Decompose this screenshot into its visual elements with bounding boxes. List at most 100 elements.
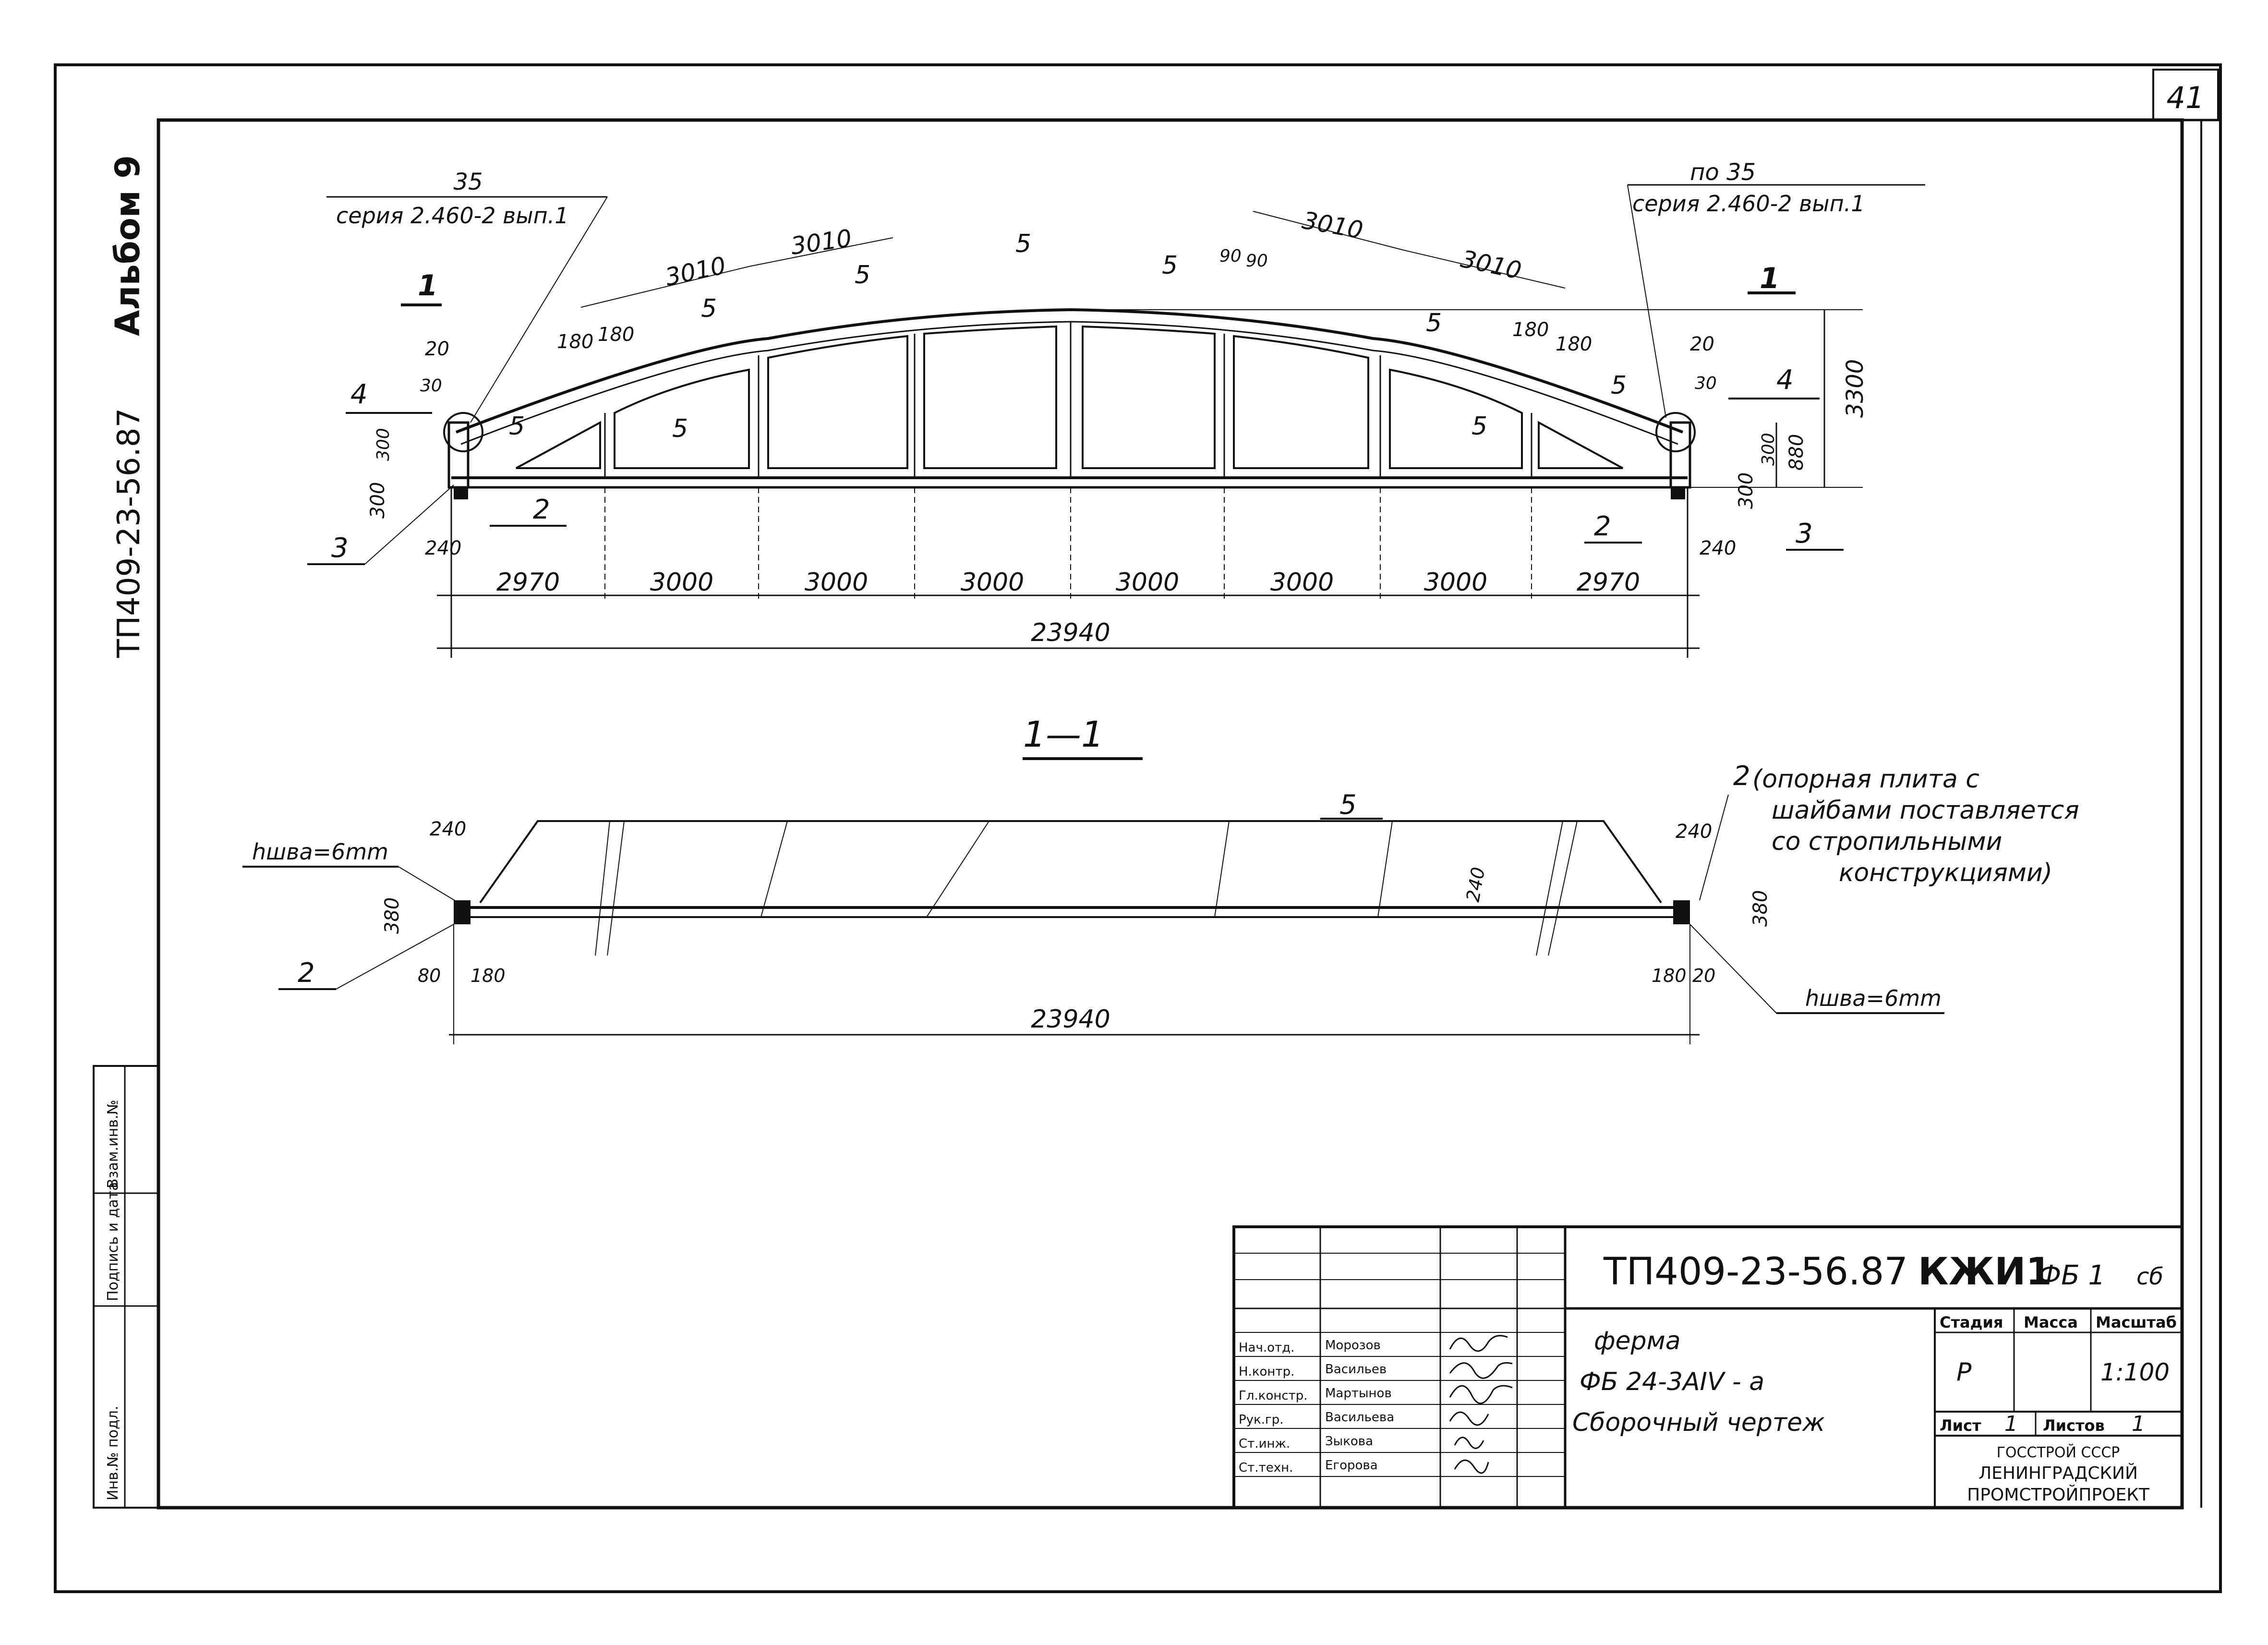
dim-panel-7: 3000 [1424, 568, 1487, 597]
dim-300-right: 300 [1735, 472, 1757, 509]
tb-name-line-1: ферма [1594, 1327, 1681, 1355]
note-line-2: шайбами поставляется [1772, 796, 2079, 825]
svg-text:30: 30 [420, 376, 442, 396]
signature-3 [1449, 1385, 1513, 1404]
tb-role-5: Ст.инж. [1239, 1437, 1290, 1451]
svg-text:80: 80 [418, 965, 441, 986]
sheet-number-box [2152, 69, 2219, 121]
series-left-text: серия 2.460-2 вып.1 [336, 203, 569, 229]
stamp-inv-podl: Инв.№ подл. [105, 1406, 121, 1500]
elevation-dimensions: 2970 3000 3000 3000 3000 3000 3000 2970 … [367, 309, 1869, 658]
series-callouts: 35 серия 2.460-2 вып.1 по 35 серия 2.460… [326, 159, 1925, 423]
dim-240-left: 240 [425, 537, 461, 559]
svg-text:5: 5 [509, 412, 525, 441]
series-right-text: серия 2.460-2 вып.1 [1632, 191, 1865, 217]
signature-1 [1449, 1335, 1508, 1352]
stamp-podpis: Подпись и дата [105, 1182, 121, 1302]
sheet-number: 41 [2167, 80, 2205, 115]
section-mark-right: 1 [1760, 262, 1780, 295]
series-left-num: 35 [453, 169, 483, 195]
tb-org-3: ПРОМСТРОЙПРОЕКТ [1967, 1485, 2150, 1505]
svg-text:5: 5 [1015, 230, 1031, 258]
signature-6 [1454, 1459, 1489, 1474]
dim-end-height: 880 [1785, 434, 1808, 471]
svg-text:180: 180 [1652, 965, 1687, 986]
tb-list-value: 1 [2004, 1412, 2018, 1436]
dim-chord-2: 3010 [789, 224, 854, 260]
dim-chord-4: 3010 [1459, 245, 1524, 285]
tb-mass-header: Масса [2024, 1313, 2078, 1331]
dim-90-b: 90 [1246, 251, 1268, 271]
dim-240-right: 240 [1700, 537, 1736, 559]
dim-180-d: 180 [1556, 333, 1592, 355]
support-circle-left [443, 412, 483, 452]
tb-mark: ФБ 1 [2038, 1260, 2105, 1291]
tb-scale-value: 1:100 [2100, 1358, 2170, 1386]
truss-elevation [443, 308, 1696, 499]
svg-text:5: 5 [1611, 371, 1627, 400]
album-label: Альбом 9 [108, 155, 147, 336]
svg-text:20: 20 [425, 338, 449, 360]
tb-name-2: Васильев [1325, 1362, 1387, 1377]
svg-text:240: 240 [1676, 821, 1712, 843]
tb-org-1: ГОССТРОЙ СССР [1997, 1444, 2120, 1461]
dim-panel-8: 2970 [1577, 568, 1640, 597]
dim-panel-6: 3000 [1270, 568, 1334, 597]
dim-panel-5: 3000 [1116, 568, 1179, 597]
title-block: Нач.отд. Морозов Н.контр. Васильев Гл.ко… [1232, 1225, 2184, 1509]
tb-role-4: Рук.гр. [1239, 1413, 1283, 1427]
dim-chord-3: 3010 [1300, 206, 1365, 244]
dim-panel-4: 3000 [961, 568, 1024, 597]
signature-5 [1454, 1437, 1484, 1449]
svg-text:5: 5 [701, 294, 717, 323]
svg-text:5: 5 [855, 261, 870, 290]
svg-text:240: 240 [1462, 865, 1489, 903]
tb-name-4: Васильева [1325, 1410, 1394, 1425]
tb-code: ТП409-23-56.87 [1603, 1250, 1908, 1294]
dim-300b-left: 300 [374, 428, 393, 461]
tb-name-line-3: Сборочный чертеж [1572, 1408, 1825, 1437]
tb-stage-value: Р [1956, 1358, 1972, 1387]
dim-total-section: 23940 [1031, 1005, 1110, 1034]
weld-left: hшва=6mm [252, 839, 388, 865]
note-num: 2 [1733, 761, 1750, 792]
series-right-num: по 35 [1690, 159, 1756, 186]
side-code: ТП409-23-56.87 [111, 408, 147, 658]
svg-text:2: 2 [1594, 511, 1611, 542]
tb-stage-header: Стадия [1940, 1313, 2003, 1331]
svg-text:3: 3 [1796, 518, 1813, 549]
dim-panel-3: 3000 [805, 568, 868, 597]
dim-panel-2: 3000 [650, 568, 713, 597]
section-title: 1—1 [1023, 714, 1104, 755]
svg-text:4: 4 [350, 379, 368, 410]
svg-text:180: 180 [470, 965, 506, 986]
svg-text:5: 5 [1472, 412, 1487, 441]
signature-2 [1449, 1362, 1513, 1379]
tb-role-2: Н.контр. [1239, 1365, 1294, 1379]
dim-300-left: 300 [367, 482, 389, 519]
dim-height: 3300 [1842, 359, 1869, 418]
dim-chord-1: 3010 [663, 252, 728, 291]
svg-text:380: 380 [1749, 890, 1772, 927]
weld-right: hшва=6mm [1805, 985, 1942, 1011]
dim-total-elevation: 23940 [1031, 618, 1110, 647]
svg-text:3: 3 [331, 532, 349, 564]
tb-lists-header: Листов [2043, 1416, 2105, 1435]
tb-name-6: Егорова [1325, 1458, 1378, 1473]
tb-org-2: ЛЕНИНГРАДСКИЙ [1978, 1463, 2138, 1483]
dim-180-b: 180 [598, 324, 634, 346]
tb-lists-value: 1 [2132, 1412, 2145, 1436]
dim-panel-1: 2970 [496, 568, 560, 597]
tb-name-3: Мартынов [1325, 1386, 1392, 1401]
position-marks: 4 3 2 5 5 5 5 5 5 5 5 5 4 3 2 20 30 20 3… [307, 230, 1844, 565]
tb-sb: сб [2136, 1263, 2163, 1290]
svg-text:5: 5 [672, 414, 688, 443]
svg-text:20: 20 [1692, 965, 1715, 986]
svg-text:380: 380 [381, 897, 403, 934]
note-line-4: конструкциями) [1839, 859, 2052, 887]
svg-text:2: 2 [533, 494, 550, 525]
section-1-1: 1—1 23940 5 2 hшва=6mm hшва=6mm [242, 714, 2079, 1044]
dim-180-a: 180 [557, 331, 593, 353]
tb-role-6: Ст.техн. [1239, 1461, 1293, 1475]
